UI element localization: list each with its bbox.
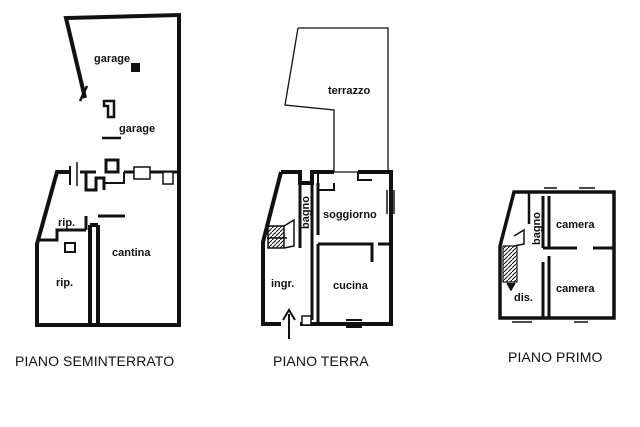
room-label-rip: rip.	[58, 217, 75, 229]
outer-wall	[498, 190, 616, 320]
column-marker	[131, 63, 140, 72]
room-label-bagno: bagno	[300, 196, 312, 229]
plan-seminterrato	[35, 12, 181, 327]
room-label-cucina: cucina	[333, 280, 369, 292]
plan-caption-seminterrato: PIANO SEMINTERRATO	[15, 353, 175, 369]
stair	[502, 245, 518, 283]
plan-primo	[498, 187, 616, 323]
terrazzo-outline	[284, 27, 389, 173]
outer-wall	[261, 171, 283, 326]
entrance-arrow-icon	[282, 308, 296, 339]
room-label-terrazzo: terrazzo	[328, 85, 370, 97]
room-label-garage: garage	[119, 123, 155, 135]
room-label-ingr: ingr.	[271, 278, 294, 290]
seminterrato-labels: garage garage rip. rip. cantina	[56, 53, 155, 289]
outer-wall	[35, 12, 181, 327]
room-label-dis: dis.	[514, 292, 533, 304]
room-label-camera: camera	[556, 283, 595, 295]
plan-caption-terra: PIANO TERRA	[273, 353, 369, 369]
terra-labels: terrazzo bagno soggiorno ingr. cucina	[271, 85, 377, 292]
plan-terra	[261, 27, 395, 339]
room-label-soggiorno: soggiorno	[323, 209, 377, 221]
room-label-cantina: cantina	[112, 247, 151, 259]
room-label-rip: rip.	[56, 277, 73, 289]
stair	[267, 225, 285, 249]
outer-wall	[300, 170, 393, 326]
primo-labels: bagno camera camera dis.	[514, 212, 595, 304]
room-label-camera: camera	[556, 219, 595, 231]
outer-wall	[281, 170, 334, 185]
room-label-garage: garage	[94, 53, 130, 65]
plan-caption-primo: PIANO PRIMO	[508, 349, 603, 365]
room-label-bagno: bagno	[531, 212, 543, 245]
